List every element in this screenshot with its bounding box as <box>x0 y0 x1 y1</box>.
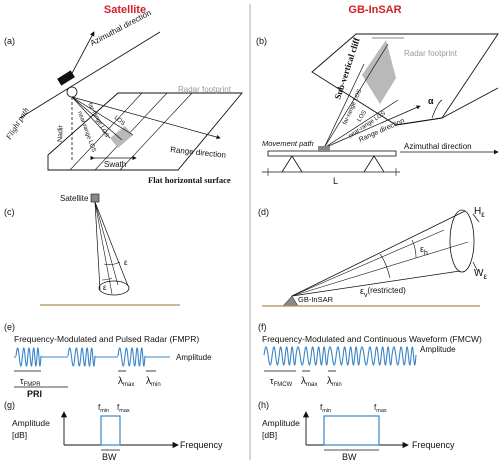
rail <box>267 150 397 157</box>
panel-g: (g) Amplitude [dB] fmin fmax Frequency B… <box>4 400 223 462</box>
satellite-label-c: Satellite <box>60 194 89 203</box>
panel-b-label: (b) <box>256 36 267 46</box>
panel-d: (d) GB-InSAR Hε Wε εh εv(restricted) <box>258 206 487 307</box>
eps-h-label: εh <box>420 244 428 257</box>
wave-f-ramp-3 <box>327 346 361 366</box>
lambda-max-label-f: λmax <box>301 376 317 388</box>
surface-label: Flat horizontal surface <box>148 175 231 185</box>
fmcw-title: Frequency-Modulated and Continuous Wavef… <box>262 334 482 344</box>
radar-footprint-a <box>110 126 133 148</box>
panel-f: (f) Frequency-Modulated and Continuous W… <box>258 322 482 388</box>
amplitude-label-h: Amplitude <box>262 418 300 428</box>
fmpr-waveform <box>14 347 170 367</box>
h-label: Hε <box>474 206 485 219</box>
epsilon-label-c2: ε <box>103 283 107 292</box>
lambda-min-label-e: λmin <box>146 376 161 388</box>
range-direction-arrow-b <box>323 105 421 149</box>
gb-insar-device-b <box>318 146 330 152</box>
los-label-a: LOS <box>113 115 126 127</box>
flight-path-label: Flight path <box>4 106 31 142</box>
band-rect-g <box>100 415 121 446</box>
gb-insar-label-d: GB-InSAR <box>298 295 334 304</box>
satellite-icon-c <box>90 193 100 203</box>
panel-e-label: (e) <box>4 322 15 332</box>
panel-h: (h) Amplitude [dB] fmin fmax Frequency B… <box>258 400 455 462</box>
fmax-label-h: fmax <box>374 403 387 414</box>
lambda-max-label-e: λmax <box>118 376 134 388</box>
fmax-label-g: fmax <box>117 403 130 414</box>
beam-ellipse-c <box>98 280 130 296</box>
radar-footprint-label-a: Radar footprint <box>178 85 232 94</box>
ground-plane <box>47 92 243 171</box>
panel-a-label: (a) <box>4 36 15 46</box>
flight-path-line <box>19 31 161 119</box>
panel-b: (b) Sub-vertical cliff Radar footprint f… <box>256 33 499 186</box>
wave-f-ramp-1 <box>263 346 297 366</box>
range-direction-label-a: Range direction <box>170 145 227 160</box>
los-label-b: LOS <box>357 110 368 123</box>
movement-path-label: Movement path <box>262 139 314 148</box>
satellite-header: Satellite <box>104 4 146 16</box>
panel-h-label: (h) <box>258 400 269 410</box>
alpha-label: α <box>428 96 434 106</box>
satellite-icon-a <box>57 70 75 86</box>
panel-d-label: (d) <box>258 207 269 217</box>
range-direction-arrow-a <box>71 96 221 140</box>
swath-label: Swath <box>104 160 126 169</box>
lambda-min-label-f: λmin <box>327 376 342 388</box>
panel-g-label: (g) <box>4 400 15 410</box>
wave-f-ramp-2 <box>295 346 329 366</box>
panel-e: (e) Frequency-Modulated and Pulsed Radar… <box>4 322 212 399</box>
bw-label-g: BW <box>102 452 117 462</box>
epsilon-label-c1: ε <box>124 258 128 267</box>
w-label: Wε <box>474 268 487 281</box>
wave-e-pulse-3 <box>117 347 146 367</box>
azimuthal-direction-label-b: Azimuthal direction <box>404 142 472 151</box>
pri-label: PRI <box>27 389 42 399</box>
unit-label-g: [dB] <box>12 430 27 440</box>
fmcw-waveform <box>263 346 417 366</box>
bw-label-h: BW <box>342 452 357 462</box>
radar-footprint-label-b: Radar footprint <box>404 49 458 58</box>
tau-label-f: τFMCW <box>270 376 293 388</box>
wave-e-pulse-2 <box>67 347 96 367</box>
wave-f-ramp-5 <box>391 346 417 366</box>
radar-footprint-b <box>362 40 396 104</box>
amplitude-label-g: Amplitude <box>12 418 50 428</box>
beam-ellipse-d <box>449 209 475 273</box>
gb-insar-header: GB-InSAR <box>348 4 401 16</box>
panel-f-label: (f) <box>258 322 267 332</box>
panel-c: (c) Satellite ε ε <box>4 193 180 306</box>
azimuth-arrow-a <box>69 31 95 78</box>
frequency-label-g: Frequency <box>180 440 223 450</box>
wave-e-pulse-1 <box>15 347 42 367</box>
nadir-label: Nadir <box>57 124 65 142</box>
band-rect-h <box>323 415 380 446</box>
gb-insar-device-d <box>282 295 299 307</box>
amplitude-label-e: Amplitude <box>176 353 212 362</box>
tau-label-e: τFMPR <box>20 376 41 388</box>
fmin-label-g: fmin <box>98 403 109 414</box>
cliff-face <box>311 33 499 126</box>
amplitude-label-f: Amplitude <box>420 345 456 354</box>
eps-v-label: εv(restricted) <box>360 286 406 299</box>
wave-f-ramp-4 <box>359 346 393 366</box>
fmin-label-h: fmin <box>320 403 331 414</box>
frequency-label-h: Frequency <box>412 440 455 450</box>
panel-c-label: (c) <box>4 207 15 217</box>
unit-label-h: [dB] <box>262 430 277 440</box>
fmpr-title: Frequency-Modulated and Pulsed Radar (FM… <box>14 334 199 344</box>
panel-a: (a) Azimuthal direction Flight path Nadi… <box>4 8 243 185</box>
length-label: L <box>333 176 338 186</box>
